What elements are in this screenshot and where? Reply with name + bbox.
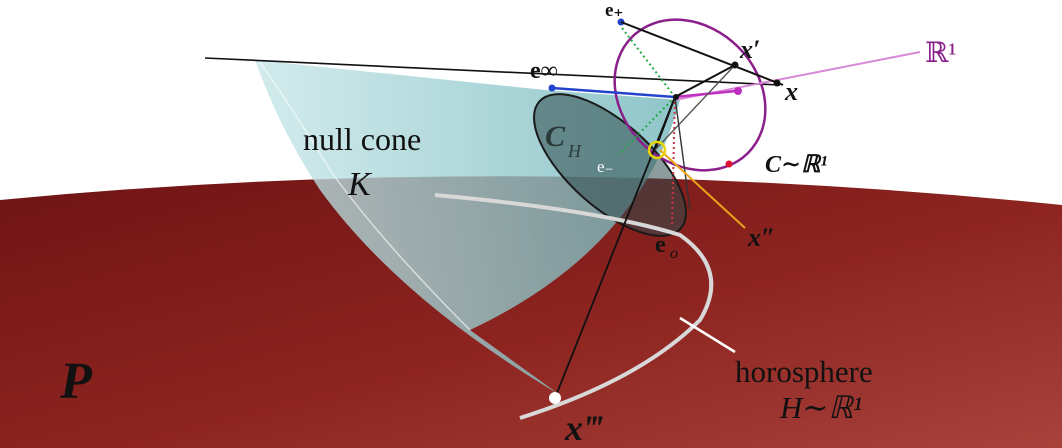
circle-c — [613, 18, 767, 172]
point-center — [673, 94, 679, 100]
label-e-o: e — [655, 232, 666, 258]
point-x-triple-prime — [549, 392, 561, 404]
label-e1: e₁ — [735, 91, 747, 107]
projection-line-long — [204, 57, 781, 86]
label-horosphere: horosphere — [735, 354, 873, 389]
projection-line-x-triple-prime — [554, 96, 676, 399]
vector-e-infinity — [551, 86, 676, 99]
horosphere-leader — [679, 316, 736, 354]
horosphere-curve — [434, 193, 714, 420]
label-x-prime: x′ — [739, 35, 760, 64]
label-c-h: C — [545, 120, 566, 153]
point-c-red — [725, 160, 733, 168]
marker-x-double-prime — [647, 140, 667, 160]
null-cone-inner-shade — [259, 61, 471, 331]
vector-e1 — [674, 89, 737, 99]
label-k: K — [347, 166, 373, 203]
line-to-x-double-prime — [659, 149, 746, 229]
point-x — [773, 79, 781, 87]
label-x-triple-prime: x‴ — [564, 408, 603, 448]
vector-e-o — [671, 96, 676, 226]
line-e-plus-to-x — [620, 21, 784, 86]
label-c-h-sub: H — [567, 141, 582, 161]
line-x-prime-down — [654, 64, 736, 151]
label-e-plus: e₊ — [605, 0, 623, 21]
label-x: x — [784, 77, 798, 106]
label-e-o-sub: o — [670, 245, 678, 262]
dot-e1 — [734, 87, 742, 95]
line-center-down — [674, 96, 691, 211]
label-r1-top: ℝ¹ — [925, 38, 957, 69]
label-p: P — [59, 353, 93, 410]
label-e-infinity: e∞ — [530, 58, 558, 84]
sphere-surface-p — [0, 176, 1062, 448]
label-null-cone: null cone — [303, 121, 421, 157]
vector-e-minus — [617, 96, 676, 156]
dot-e-infinity — [548, 84, 556, 92]
label-c-r1: C∼ℝ¹ — [765, 152, 827, 178]
circle-c-h — [533, 93, 687, 237]
point-x-prime — [731, 61, 739, 69]
label-e-minus: e₋ — [597, 157, 614, 176]
label-h-r1: H∼ℝ¹ — [779, 390, 862, 425]
label-x-double-prime: x″ — [747, 223, 775, 252]
